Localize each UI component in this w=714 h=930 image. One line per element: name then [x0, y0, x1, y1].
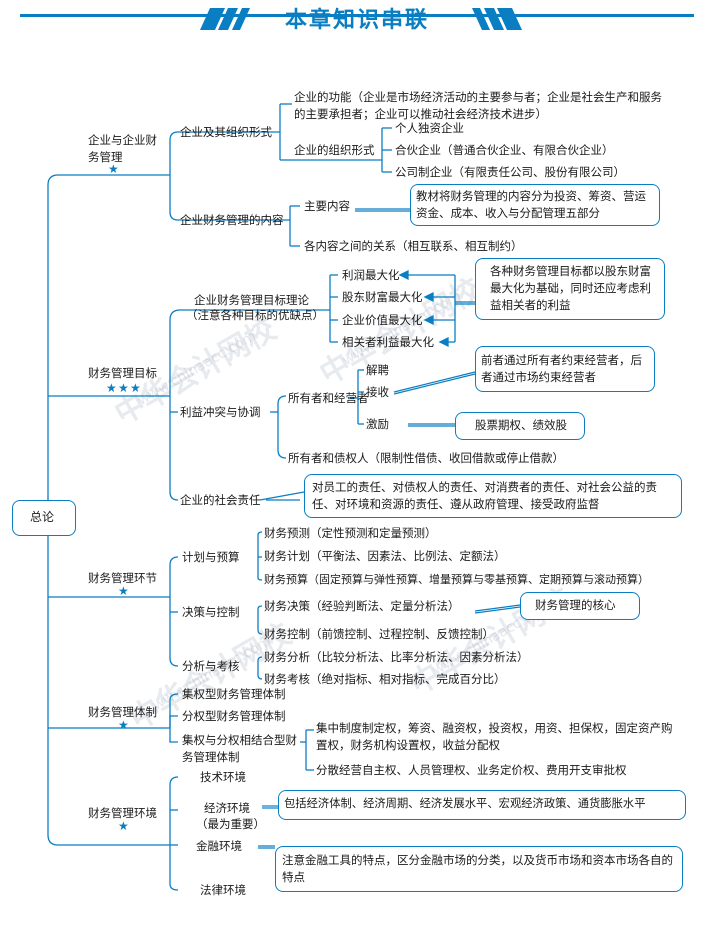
node-value: 企业价值最大化 [342, 313, 423, 327]
section-system: 财务管理体制 [88, 705, 157, 719]
node-main: 主要内容 [304, 199, 350, 213]
note-box [520, 592, 640, 620]
node-wealth: 股东财富最大化 [342, 290, 423, 304]
node-owner-mgr: 所有者和经营者 [288, 391, 369, 405]
star-icon: ★ [106, 381, 117, 395]
node-incentive-note: 股票期权、绩效股 [475, 418, 567, 432]
node-econ-detail: 包括经济体制、经济周期、经济发展水平、宏观经济政策、通货膨胀水平 [284, 797, 646, 810]
note-box [410, 184, 660, 226]
node-sole: 个人独资企业 [395, 121, 464, 135]
node-control: 财务控制（前馈控制、过程控制、反馈控制） [264, 627, 494, 641]
node-law: 法律环境 [200, 883, 246, 897]
node-mixed-a: 集中制度制定权，筹资、融资权，投资权，用资、担保权，固定资产购置权，财务机构设置… [316, 721, 673, 752]
section-environment: 财务管理环境 [88, 806, 157, 820]
note-box [455, 412, 585, 440]
node-relation: 各内容之间的关系（相互联系、相互制约） [304, 239, 523, 253]
node-core: 财务管理的核心 [535, 598, 616, 612]
node-owner-cred: 所有者和债权人（限制性借债、收回借款或停止借款） [288, 451, 564, 465]
star-icon: ★ [130, 381, 141, 395]
node-fin-detail: 注意金融工具的特点，区分金融市场的分类，以及货币市场和资本市场各自的特点 [282, 853, 673, 884]
section-enterprise: 企业与企业财务管理 [88, 133, 157, 164]
node-org-forms: 企业的组织形式 [294, 143, 375, 157]
node-econ-note: （最为重要） [196, 817, 265, 831]
node-decision: 财务决策（经验判断法、定量分析法） [264, 599, 460, 613]
node-social-note: 对员工的责任、对债权人的责任、对消费者的责任、对社会公益的责任、对环境和资源的责… [312, 480, 657, 511]
node-forms: 企业及其组织形式 [180, 125, 272, 139]
star-icon: ★ [108, 162, 119, 176]
node-stake: 相关者利益最大化 [342, 335, 434, 349]
section-goal: 财务管理目标 [88, 366, 157, 380]
note-box [278, 790, 686, 820]
node-theory-note: （注意各种目标的优缺点） [186, 308, 324, 322]
node-budget: 财务预算（固定预算与弹性预算、增量预算与零基预算、定期预算与滚动预算） [264, 573, 649, 586]
node-mixed: 集权与分权相结合型财务管理体制 [182, 733, 297, 764]
node-fin: 金融环境 [196, 839, 242, 853]
node-central: 集权型财务管理体制 [182, 687, 286, 701]
node-partner: 合伙企业（普通合伙企业、有限合伙企业） [395, 143, 614, 157]
node-econ: 经济环境 [204, 801, 250, 815]
node-profit: 利润最大化 [342, 268, 400, 282]
node-goal-note: 各种财务管理目标都以股东财富最大化为基础，同时还应考虑利益相关者的利益 [490, 264, 651, 312]
node-social: 企业的社会责任 [180, 493, 261, 507]
node-company: 公司制企业（有限责任公司、股份有限公司） [395, 165, 625, 179]
node-dismiss: 解聘 [366, 363, 389, 377]
node-conflict: 利益冲突与协调 [180, 405, 261, 419]
node-takeover: 接收 [366, 385, 389, 399]
node-main-note: 教材将财务管理的内容分为投资、筹资、营运资金、成本、收入与分配管理五部分 [416, 189, 646, 220]
node-tech: 技术环境 [200, 770, 246, 784]
node-theory: 企业财务管理目标理论 [194, 293, 309, 307]
node-analysis: 分析与考核 [182, 659, 240, 673]
node-fplan: 财务计划（平衡法、因素法、比例法、定额法） [264, 549, 506, 563]
note-box [275, 846, 683, 892]
node-function: 企业的功能（企业是市场经济活动的主要参与者；企业是社会生产和服务的主要承担者；企… [294, 90, 662, 121]
node-decide: 决策与控制 [182, 605, 240, 619]
node-assess: 财务考核（绝对指标、相对指标、完成百分比） [264, 672, 506, 686]
node-incentive: 激励 [366, 417, 389, 431]
note-box [475, 346, 655, 392]
page-title: 本章知识串联 [284, 8, 429, 33]
section-process: 财务管理环节 [88, 571, 157, 585]
root-node [12, 500, 76, 536]
star-icon: ★ [118, 718, 129, 732]
note-box [304, 474, 682, 518]
node-decentral: 分权型财务管理体制 [182, 709, 286, 723]
header-decoration [20, 8, 694, 30]
node-fanalysis: 财务分析（比较分析法、比率分析法、因素分析法） [264, 650, 529, 664]
node-mixed-b: 分散经营自主权、人员管理权、业务定价权、费用开支审批权 [316, 763, 627, 777]
node-content: 企业财务管理的内容 [180, 213, 284, 227]
note-box [475, 258, 665, 320]
root-label: 总论 [30, 510, 55, 524]
star-icon: ★ [118, 819, 129, 833]
star-icon: ★ [118, 584, 129, 598]
star-icon: ★ [118, 381, 129, 395]
header-banner: 本章知识串联 [0, 0, 714, 44]
node-plan: 计划与预算 [182, 550, 240, 564]
node-forecast: 财务预测（定性预测和定量预测） [264, 526, 437, 540]
node-dismiss-note: 前者通过所有者约束经营者，后者通过市场约束经营者 [481, 353, 642, 384]
